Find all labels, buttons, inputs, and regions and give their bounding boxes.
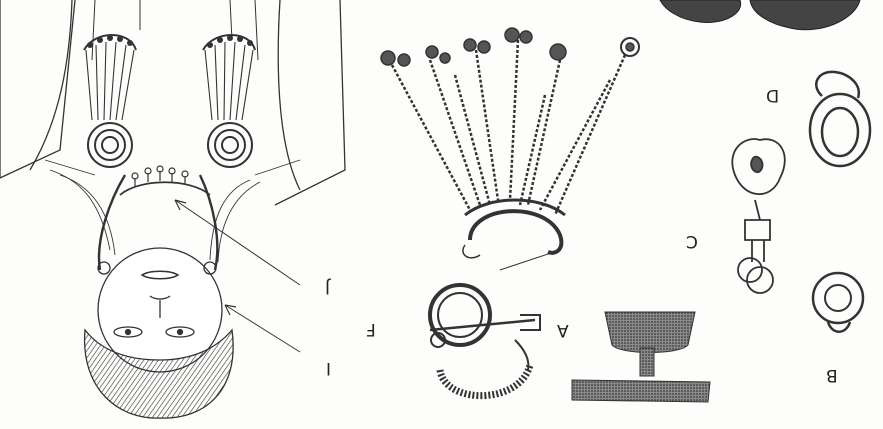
spiral-ornament: [88, 123, 252, 167]
ring-brooch: [430, 285, 540, 396]
label-C: C: [686, 232, 698, 249]
stone-fragments: [660, 0, 860, 30]
chain-pendant: [381, 28, 639, 270]
label-B: B: [826, 366, 838, 383]
figure-drawing: [0, 0, 345, 418]
label-J: J: [325, 278, 330, 295]
stand-object: [572, 312, 710, 402]
figurine-pendant: [732, 139, 784, 293]
label-D: D: [766, 86, 779, 103]
label-A: A: [557, 321, 569, 338]
label-I: I: [326, 359, 331, 376]
label-F: F: [366, 320, 376, 337]
ring-with-loop: [810, 72, 870, 166]
small-ring: [813, 273, 863, 332]
